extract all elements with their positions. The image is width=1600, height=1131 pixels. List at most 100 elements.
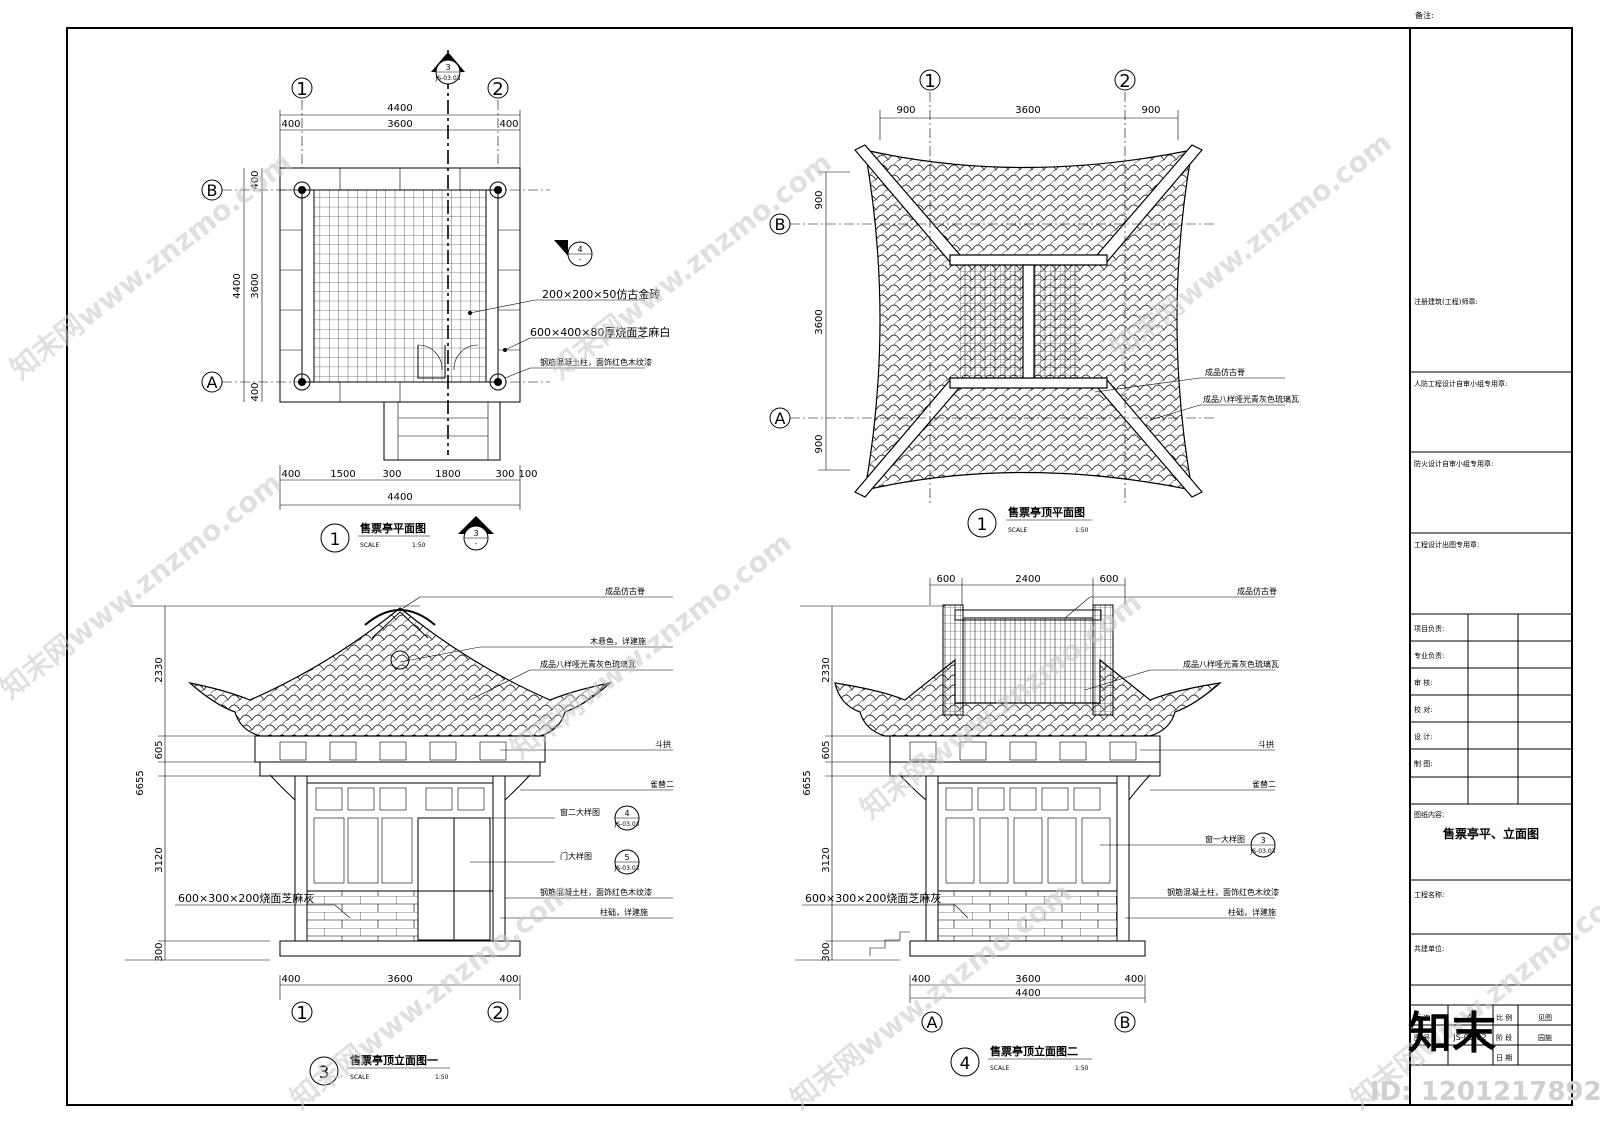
elev1-scale-label: SCALE [350, 1074, 369, 1081]
elev1-callout-door: 门大样图 [560, 851, 592, 861]
watermark-id: ID: 1201217892 [1370, 1077, 1600, 1107]
plan-dim-bottom-d: 1800 [435, 469, 460, 480]
elev2-title: 售票亭顶立面图二 [989, 1044, 1078, 1058]
elev1-wall-label: 600×300×200烧面芝麻灰 [178, 891, 314, 905]
elev1-dim-bottom-a: 400 [281, 974, 300, 985]
plan-dim-bottom-total: 4400 [387, 492, 412, 503]
role-project-lead: 项目负责: [1414, 624, 1444, 633]
elev2-dim-total: 6655 [802, 770, 813, 795]
top-note: 备注: [1415, 10, 1434, 20]
elev2-callout-bracket: 斗拱 [1258, 739, 1274, 749]
elev1-dim-c: 3120 [154, 847, 165, 872]
elev2-dim-top-c: 600 [1099, 574, 1118, 585]
roof-dim-top-b: 3600 [1015, 105, 1040, 116]
stamp-issue: 工程设计出图专用章: [1414, 540, 1479, 549]
roof-dim-top-a: 900 [896, 105, 915, 116]
plan-dim-top-total: 4400 [387, 103, 412, 114]
client-label: 共建单位: [1414, 944, 1444, 953]
elev2-dim-bottom-total: 4400 [1015, 988, 1040, 999]
roof-axis-a: A [775, 409, 786, 428]
plan-view: 1 2 B A 4400 400 3600 400 400 3600 400 4… [201, 50, 670, 553]
plan-dim-left-b: 3600 [250, 273, 261, 298]
roof-axis-b: B [775, 215, 786, 234]
plan-dim-bottom-a: 400 [281, 469, 300, 480]
roof-callout-tile: 成品八样哑光青灰色琉璃瓦 [1203, 394, 1299, 404]
elev1-dim-a: 2330 [154, 657, 165, 682]
plan-scale: 1:50 [412, 542, 426, 549]
elevation-1-view: 2330 605 3120 300 6655 400 3600 400 1 2 … [125, 586, 674, 1086]
roof-callout-ridge: 成品仿古脊 [1205, 367, 1245, 377]
elev2-dim-a: 2330 [821, 657, 832, 682]
elev2-dim-d: 300 [821, 942, 832, 961]
elev2-detail-window-sheet: JS-03.03 [1250, 848, 1276, 855]
elev1-callout-base: 柱础，详建施 [600, 907, 648, 917]
plan-dim-top-c: 400 [499, 119, 518, 130]
elev2-dim-b: 605 [821, 740, 832, 759]
title-block: 注册建筑(工程)师章: 人防工程设计自审小组专用章: 防火设计自审小组专用章: … [1410, 297, 1572, 1066]
elev1-callout-bracket: 斗拱 [655, 739, 671, 749]
elev1-dim-bottom-b: 3600 [387, 974, 412, 985]
row1-value1: A [1467, 1013, 1474, 1023]
elev1-axis-1: 1 [296, 1003, 307, 1024]
role-check: 校 对: [1414, 705, 1433, 714]
row2-label1: 图 号 [1414, 1034, 1430, 1042]
drawing-title: 售票亭平、立面图 [1443, 826, 1539, 841]
plan-axis-2: 2 [492, 79, 503, 100]
elevation-2-view: 600 2400 600 2330 605 3120 300 6655 400 … [795, 574, 1279, 1077]
plan-scale-label: SCALE [360, 542, 379, 549]
drawing-content-label: 图纸内容: [1414, 810, 1444, 819]
elev2-wall-label: 600×300×200烧面芝麻灰 [805, 891, 941, 905]
sheet-border [66, 27, 1573, 1106]
elev1-dim-b: 605 [154, 740, 165, 759]
roof-dim-left-b: 3600 [814, 309, 825, 334]
roof-axis-1: 1 [924, 71, 935, 92]
plan-dim-left-total: 4400 [232, 273, 243, 298]
elev2-callout-tile: 成品八样哑光青灰色琉璃瓦 [1183, 659, 1279, 669]
plan-section-bottom-sheet: - [475, 540, 478, 548]
role-draft: 制 图: [1414, 759, 1433, 768]
plan-section-bottom-num: 3 [473, 529, 478, 538]
elev2-scale-label: SCALE [990, 1065, 1009, 1072]
stamp-architect: 注册建筑(工程)师章: [1414, 297, 1478, 306]
row2-value1: JS-03.02 [1452, 1033, 1486, 1042]
elev1-callout-ridge: 成品仿古脊 [605, 586, 645, 596]
roof-scale-label: SCALE [1008, 527, 1027, 534]
roof-title: 售票亭顶平面图 [1007, 505, 1085, 519]
row1-label2: 比 例 [1496, 1013, 1512, 1022]
elev2-detail-window-num: 3 [1260, 836, 1265, 845]
roof-title-index: 1 [977, 515, 988, 535]
roof-axis-2: 2 [1119, 71, 1130, 92]
roof-plan-view: 1 2 B A 900 3600 900 900 3600 900 成品仿古脊 … [769, 69, 1299, 538]
plan-axis-a: A [207, 373, 218, 392]
plan-callout-stone: 600×400×80厚烧面芝麻白 [530, 325, 670, 339]
elev2-scale: 1:50 [1075, 1065, 1089, 1072]
role-review: 审 核: [1414, 678, 1433, 687]
plan-callout-paving: 200×200×50仿古金砖 [542, 287, 660, 301]
roof-dim-top-c: 900 [1141, 105, 1160, 116]
plan-title-index: 1 [330, 530, 341, 550]
elev2-dim-bottom-a: 400 [911, 974, 930, 985]
elev2-dim-bottom-b: 3600 [1015, 974, 1040, 985]
elev2-axis-b: B [1120, 1013, 1131, 1032]
elev1-detail-window-num: 4 [624, 809, 629, 818]
watermark-site-4: 知末网www.znzmo.com [0, 466, 288, 706]
elev1-callout-window: 窗二大样图 [560, 807, 600, 817]
elev1-axis-2: 2 [492, 1003, 503, 1024]
plan-dim-left-c: 400 [250, 382, 261, 401]
plan-dim-bottom-e: 300 [495, 469, 514, 480]
elev2-dim-top-a: 600 [936, 574, 955, 585]
elev1-detail-door-sheet: JS-03.03 [614, 865, 640, 872]
elev1-callout-tile: 成品八样哑光青灰色琉璃瓦 [540, 659, 636, 669]
role-discipline-lead: 专业负责: [1414, 651, 1444, 660]
row3-label2: 日 期 [1496, 1054, 1512, 1062]
elev1-scale: 1:50 [435, 1074, 449, 1081]
plan-title: 售票亭平面图 [359, 521, 426, 535]
plan-section-top-sheet: JS-03.03 [435, 75, 461, 82]
watermark-logo: 知末 [1408, 1008, 1496, 1059]
plan-dim-left-a: 400 [250, 170, 261, 189]
plan-dim-bottom-b: 1500 [330, 469, 355, 480]
plan-axis-b: B [207, 181, 218, 200]
elev2-callout-window: 窗一大样图 [1205, 834, 1245, 844]
roof-dim-left-c: 900 [814, 434, 825, 453]
plan-dim-bottom-f: 100 [518, 469, 537, 480]
